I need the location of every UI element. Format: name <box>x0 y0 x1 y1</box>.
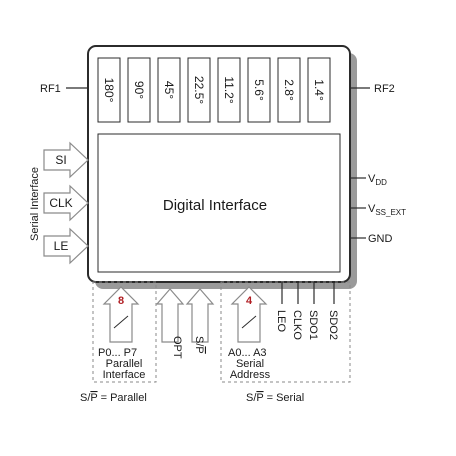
opt-label: OPT <box>171 336 183 359</box>
serial-interface-label: Serial Interface <box>29 167 41 241</box>
input-arrow-le <box>43 227 89 265</box>
bit-label-7: 1.4° <box>312 79 326 101</box>
attenuator-bits: 180° 90° 45° 22.5° 11.2° 5.6° 2.8° 1.4° <box>97 57 331 123</box>
input-arrow-si <box>43 141 89 179</box>
sp-arrow <box>185 288 215 343</box>
output-label-sdo1: SDO1 <box>307 310 319 340</box>
bit-box-4 <box>217 57 241 123</box>
parallel-bus-arrow <box>102 286 140 343</box>
bit-label-2: 45° <box>162 81 176 99</box>
serial-interface-inputs: SI CLK LE <box>43 141 89 265</box>
bit-label-6: 2.8° <box>282 79 296 101</box>
bit-box-2 <box>157 57 181 123</box>
serial-address-name-2: Address <box>230 369 271 381</box>
bit-label-4: 11.2° <box>222 76 236 103</box>
rf2-label: RF2 <box>374 83 395 95</box>
serial-address-width: 4 <box>246 295 253 307</box>
parallel-name-2: Interface <box>103 369 146 381</box>
output-label-clko: CLKO <box>291 310 303 340</box>
digital-interface-box <box>97 133 341 273</box>
parallel-bus-width: 8 <box>118 295 124 307</box>
parallel-bus-slash <box>113 315 129 329</box>
serial-address-range: A0... A3 <box>228 347 267 359</box>
input-label-clk: CLK <box>49 196 72 210</box>
rf1-label: RF1 <box>40 83 61 95</box>
serial-mode: S/P = Serial <box>246 392 304 404</box>
input-label-le: LE <box>54 239 69 253</box>
serial-address-name-1: Serial <box>236 358 264 370</box>
parallel-dashed-box <box>92 281 157 383</box>
bit-box-0 <box>97 57 121 123</box>
serial-address-arrow <box>230 286 268 343</box>
bit-box-3 <box>187 57 211 123</box>
serial-address-slash <box>241 315 257 329</box>
gnd-label: GND <box>368 233 393 245</box>
input-arrow-clk <box>43 184 89 222</box>
vss-label: VSS_EXT <box>368 203 406 217</box>
bit-box-7 <box>307 57 331 123</box>
digital-interface-title: Digital Interface <box>163 197 267 214</box>
bit-label-0: 180° <box>102 78 116 103</box>
bit-label-3: 22.5° <box>192 76 206 104</box>
serial-dashed-box <box>220 281 351 383</box>
vdd-label: VDD <box>368 173 387 187</box>
parallel-range: P0... P7 <box>98 347 137 359</box>
output-label-sdo2: SDO2 <box>327 310 339 340</box>
bit-box-1 <box>127 57 151 123</box>
serial-outputs: LEO CLKO SDO1 SDO2 <box>275 282 339 340</box>
input-label-si: SI <box>55 153 66 167</box>
parallel-mode: S/P = Parallel <box>80 392 147 404</box>
opt-arrow <box>155 288 185 343</box>
bit-label-5: 5.6° <box>252 79 266 101</box>
sp-label: S/P <box>193 336 205 354</box>
output-label-leo: LEO <box>275 310 287 332</box>
bit-label-1: 90° <box>132 81 146 99</box>
bit-box-6 <box>277 57 301 123</box>
parallel-name-1: Parallel <box>106 358 143 370</box>
bit-box-5 <box>247 57 271 123</box>
